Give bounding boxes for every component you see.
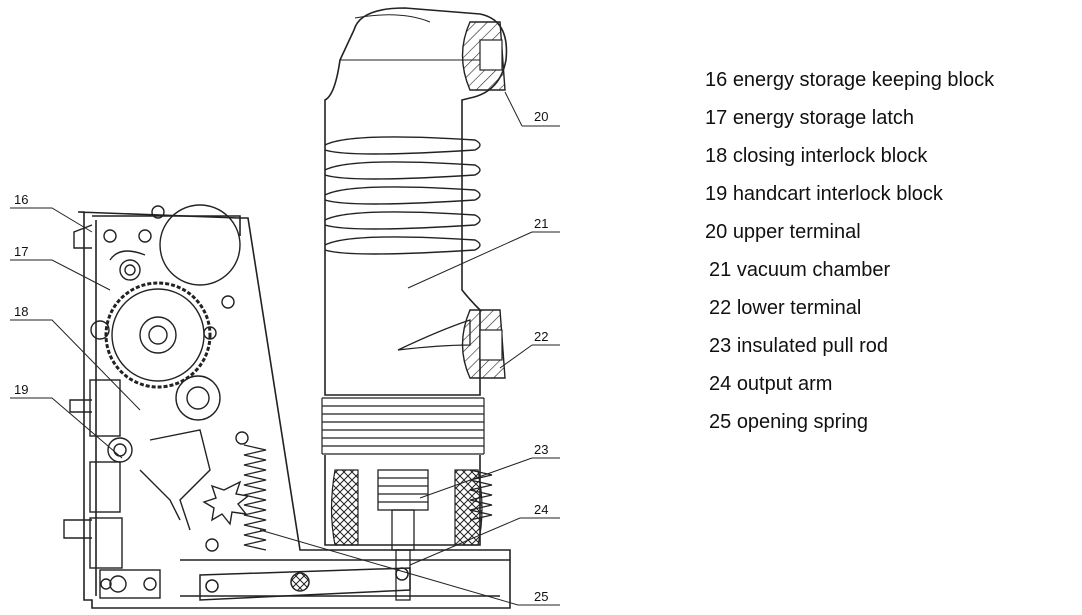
legend-text: energy storage keeping block	[732, 69, 995, 91]
legend-item: 17 energy storage latch	[705, 106, 914, 130]
legend-item: 19 handcart interlock block	[705, 182, 943, 206]
callout-19: 19	[14, 382, 28, 397]
legend-text: output arm	[736, 373, 833, 395]
contact-cone	[397, 319, 471, 351]
callout-18: 18	[14, 304, 28, 319]
callout-22: 22	[534, 329, 548, 344]
legend-text: handcart interlock block	[732, 183, 943, 205]
legend-item: 25 opening spring	[709, 410, 868, 434]
legend-text: opening spring	[736, 411, 869, 433]
output-arm-drawing	[199, 567, 411, 601]
cast-insulation	[330, 469, 483, 546]
callout-21: 21	[534, 216, 548, 231]
callout-20: 20	[534, 109, 548, 124]
callout-24: 24	[534, 502, 548, 517]
leader-lines	[10, 91, 560, 606]
legend-text: closing interlock block	[732, 145, 928, 167]
legend-item: 24 output arm	[709, 372, 832, 396]
legend-item: 18 closing interlock block	[705, 144, 927, 168]
legend-item: 23 insulated pull rod	[709, 334, 888, 358]
upper-terminal-drawing	[461, 21, 506, 91]
legend-number: 17	[705, 107, 728, 129]
legend-number: 16	[705, 69, 728, 91]
legend-number: 25	[709, 411, 732, 433]
legend-text: lower terminal	[736, 297, 862, 319]
legend-item: 21 vacuum chamber	[709, 258, 890, 282]
legend-item: 20 upper terminal	[705, 220, 861, 244]
legend-number: 20	[705, 221, 728, 243]
callout-25: 25	[534, 589, 548, 604]
legend-item: 22 lower terminal	[709, 296, 861, 320]
callout-23: 23	[534, 442, 548, 457]
lower-terminal-drawing	[461, 309, 506, 379]
callout-16: 16	[14, 192, 28, 207]
opening-spring-drawing	[243, 444, 493, 551]
legend-text: insulated pull rod	[736, 335, 889, 357]
legend-text: vacuum chamber	[736, 259, 891, 281]
callout-17: 17	[14, 244, 28, 259]
legend-number: 23	[709, 335, 732, 357]
legend-number: 21	[709, 259, 732, 281]
legend-number: 18	[705, 145, 728, 167]
mechanism-drawing	[63, 204, 250, 599]
legend-item: 16 energy storage keeping block	[705, 68, 994, 92]
bellows	[321, 397, 485, 455]
legend-text: energy storage latch	[732, 107, 915, 129]
sheds	[324, 136, 481, 255]
legend-text: upper terminal	[732, 221, 861, 243]
legend-number: 24	[709, 373, 732, 395]
legend-number: 19	[705, 183, 728, 205]
insulating-pole	[321, 7, 508, 546]
legend-number: 22	[709, 297, 732, 319]
